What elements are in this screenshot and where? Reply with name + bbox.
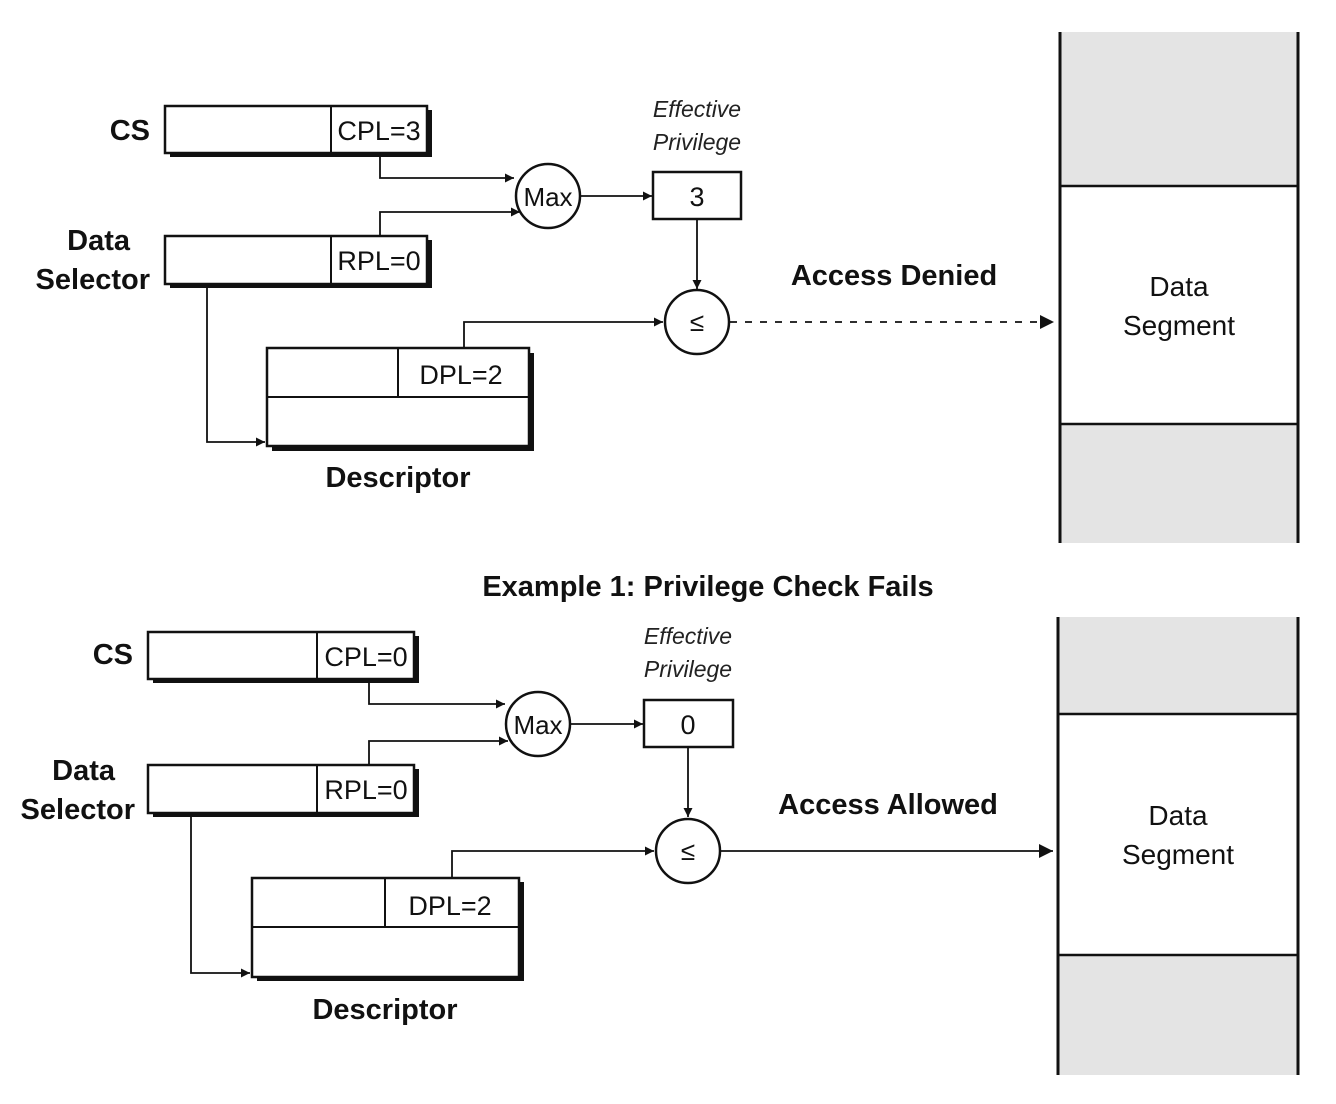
data-selector-label-line1: Data: [67, 225, 131, 257]
cpl-field: CPL=3: [337, 116, 420, 146]
data-segment-label-line1: Data: [1149, 271, 1209, 302]
effective-privilege-value: 0: [680, 710, 695, 740]
access-result-label: Access Denied: [791, 260, 997, 292]
example-2: CS CPL=0 Data Selector RPL=0 Max Effecti…: [21, 617, 1300, 1075]
effective-label-line1: Effective: [653, 96, 741, 122]
compare-operator: ≤: [681, 836, 695, 866]
effective-privilege-box: 3: [651, 170, 743, 221]
cpl-field: CPL=0: [324, 642, 407, 672]
compare-operator: ≤: [690, 307, 704, 337]
data-segment-column: Data Segment: [1056, 617, 1300, 1075]
cs-register: CPL=3: [163, 104, 432, 157]
descriptor-label: Descriptor: [312, 994, 457, 1026]
data-segment-box: [1058, 184, 1300, 426]
data-segment-label-line2: Segment: [1123, 310, 1235, 341]
selector-to-descriptor-connector: [206, 288, 265, 447]
max-label: Max: [523, 182, 572, 212]
data-selector-label-line2: Selector: [21, 794, 135, 826]
rpl-field: RPL=0: [324, 775, 407, 805]
rpl-to-max-connector: [379, 207, 520, 236]
data-selector-register: RPL=0: [146, 763, 419, 817]
effective-label-line2: Privilege: [653, 129, 741, 155]
cs-label: CS: [110, 115, 150, 147]
dpl-field: DPL=2: [408, 891, 491, 921]
data-segment-label-line2: Segment: [1122, 839, 1234, 870]
selector-to-descriptor-connector: [190, 813, 250, 978]
compare-node: ≤: [654, 817, 722, 885]
effective-label-line2: Privilege: [644, 656, 732, 682]
cpl-to-max-connector: [368, 679, 505, 709]
rpl-to-max-connector: [368, 736, 508, 765]
example-caption: Example 1: Privilege Check Fails: [482, 571, 933, 603]
access-result-label: Access Allowed: [778, 789, 998, 821]
example-1: CS CPL=3 Data Selector RPL=0 Max Effecti…: [36, 32, 1300, 543]
data-selector-label-line2: Selector: [36, 264, 150, 296]
data-segment-column: Data Segment: [1058, 32, 1300, 543]
data-segment-box: [1056, 712, 1300, 957]
effective-privilege-box: 0: [642, 698, 735, 749]
max-node: Max: [504, 690, 572, 758]
effective-privilege-value: 3: [689, 182, 704, 212]
cpl-to-max-connector: [379, 153, 514, 183]
cs-register: CPL=0: [146, 630, 419, 683]
cs-label: CS: [93, 639, 133, 671]
rpl-field: RPL=0: [337, 246, 420, 276]
data-selector-register: RPL=0: [163, 234, 432, 288]
effective-label-line1: Effective: [644, 623, 732, 649]
max-node: Max: [514, 162, 582, 230]
descriptor-box: DPL=2: [250, 876, 524, 981]
data-selector-label-line1: Data: [52, 755, 116, 787]
descriptor-label: Descriptor: [325, 462, 470, 494]
compare-node: ≤: [663, 288, 731, 356]
dpl-to-compare-connector: [451, 846, 654, 878]
data-segment-label-line1: Data: [1148, 800, 1208, 831]
dpl-field: DPL=2: [419, 360, 502, 390]
dpl-to-compare-connector: [463, 317, 663, 348]
descriptor-box: DPL=2: [265, 346, 534, 451]
max-label: Max: [513, 710, 562, 740]
